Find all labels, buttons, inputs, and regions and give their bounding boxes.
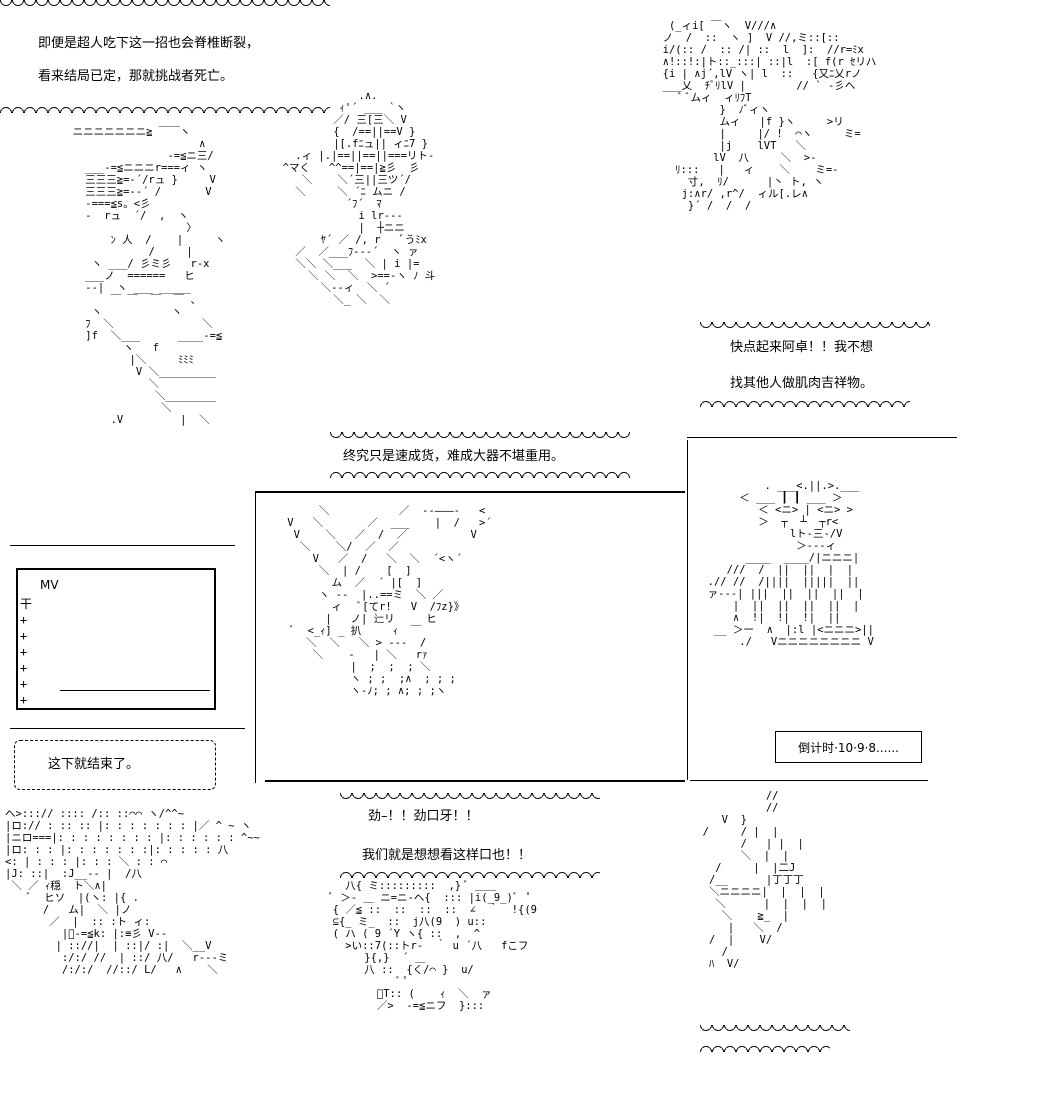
bubble-lower-center-border-top [340,793,600,803]
bubble-lower-right-border-bottom [700,1042,830,1052]
aa-center-panel-figure: ＼ ／ -‐―――- < V ＼ ／ ___ | / >´ V ＼ ／ / ／ … [287,505,492,697]
aa-top-left-figure: ニニニニニニニ≧ ￣￣ヽ ∧ -=≦ニ三/ ___-=≦ニニニr===ィ ヽ 三… [72,126,226,426]
aa-lower-left-figure: ヘ>:::// :::: /:: ::⌒⌒ ヽ/^^~ |ロ:// : :: :… [5,808,260,976]
panel-divider-right-bottom [690,780,928,781]
bubble-lower-right-border-top [700,1025,850,1035]
panel-divider-vertical-left [255,493,256,783]
bubble-top-left-line1: 即便是超人吃下这一招也会脊椎断裂， [38,36,260,51]
panel-divider-vertical-right [687,440,688,780]
bubble-right-line2: 找其他人做肌肉吉祥物。 [730,376,874,391]
bubble-right-border-bottom [700,397,910,407]
aa-right-mid-figure: . ___<.||.>.___ ＜ ___ ┃ ┃ ___ ＞ ＜ <ニ> | … [707,480,874,648]
aa-top-center-figure: .∧. ｨ'´ ___ `ヽ ／/ 三[三＼ V { /==||==V } |[… [282,90,436,306]
mv-baseline [60,690,210,691]
bubble-top-left-line2: 看来结局已定，那就挑战者死亡。 [38,69,234,84]
bubble-right-border-top [700,322,930,332]
bubble-center-caption: 终究只是速成货，难成大器不堪重用。 [343,449,565,464]
panel-divider-top [255,491,685,493]
bubble-top-left-border-top [0,0,330,10]
bubble-lower-center-line2: 我们就是想想看这样口也！！ [362,848,532,863]
panel-divider-right-top [687,437,957,438]
aa-lower-center-figure: 八{ ミ::::::::: ,} ﾞ ＿＿ ﾞ ＞- ＿ ニ=ニ-ヘ{ ::: … [326,880,537,1012]
aa-mv-marks: 干 + + + + + + [20,597,33,706]
panel-divider-left-bottom [10,728,245,729]
panel-divider-left [10,545,235,546]
mv-label: MV [40,578,59,592]
bubble-center-border-bottom [330,468,630,478]
countdown-box: 倒计时·10·9·8...... [775,731,922,763]
bubble-lower-left-frame [14,740,216,790]
aa-top-right-figure: (_ィi[ ￣ヽ V///∧ ノ / :: ヽ ] V //,ミ::[:: i/… [662,20,877,212]
bubble-lower-left-text: 这下就结束了。 [48,757,140,772]
aa-lower-right-figure: // // V } / / | | / | | | ＼ | | / | |二J … [702,790,827,970]
bubble-right-line1: 快点起来阿卓！！我不想 [730,340,874,355]
panel-divider-center-bottom [265,780,685,782]
bubble-lower-center-line1: 劲–！！劲口牙！！ [368,809,479,824]
mv-screen-box [16,568,216,710]
bubble-lower-center-border-bottom [340,868,600,878]
bubble-center-border-top [330,432,630,442]
